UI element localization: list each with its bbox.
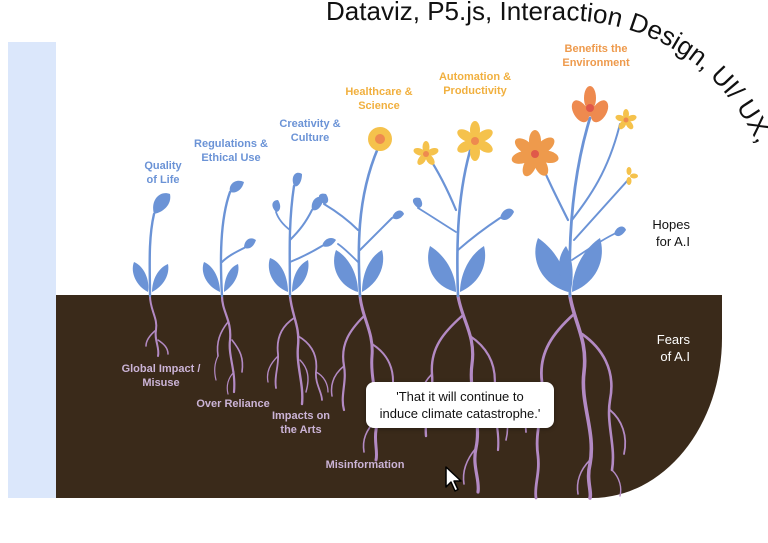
fear-label-over-reliance: Over Reliance bbox=[196, 398, 270, 410]
arrow-cursor-icon bbox=[445, 466, 462, 492]
plant-3-stem[interactable] bbox=[268, 172, 336, 298]
flower-icon[interactable] bbox=[510, 130, 559, 178]
plant-2-stem[interactable] bbox=[202, 180, 256, 298]
fear-label-global-impact: Global Impact / Misuse bbox=[121, 363, 201, 389]
hope-label-environment: Benefits the Environment bbox=[562, 43, 630, 69]
hope-label-automation: Automation & Productivity bbox=[438, 71, 512, 97]
plant-4-stem[interactable] bbox=[318, 146, 404, 298]
leaf-icon bbox=[322, 238, 336, 247]
flower-icon[interactable] bbox=[615, 109, 638, 131]
leaf-icon bbox=[202, 262, 220, 292]
roots-plant-3[interactable] bbox=[266, 294, 329, 406]
left-accent-strip bbox=[8, 42, 56, 498]
fears-section-label: Fears of A.I bbox=[656, 332, 690, 364]
leaf-icon bbox=[558, 246, 573, 294]
leaf-icon bbox=[268, 258, 288, 292]
hope-label-regulations: Regulations & Ethical Use bbox=[194, 138, 268, 164]
leaf-icon bbox=[229, 180, 244, 193]
leaf-icon bbox=[572, 238, 602, 292]
leaf-icon bbox=[153, 193, 171, 214]
flower-icon[interactable] bbox=[413, 141, 440, 167]
fear-label-impacts-on-arts: Impacts on the Arts bbox=[271, 410, 331, 436]
roots-plant-2[interactable] bbox=[214, 294, 244, 395]
roots-plant-4[interactable] bbox=[330, 294, 394, 462]
leaf-icon bbox=[614, 226, 626, 237]
leaf-icon bbox=[334, 250, 358, 292]
roots-plant-1[interactable] bbox=[145, 295, 169, 357]
leaf-icon bbox=[244, 238, 256, 249]
hope-label-quality-of-life: Quality of Life bbox=[144, 160, 182, 186]
leaf-icon bbox=[292, 260, 309, 292]
flower-icon[interactable] bbox=[455, 121, 495, 161]
leaf-icon bbox=[152, 264, 169, 292]
leaf-icon bbox=[500, 208, 514, 220]
hope-label-healthcare: Healthcare & Science bbox=[345, 86, 413, 112]
hope-label-creativity: Creativity & Culture bbox=[279, 118, 341, 144]
leaf-icon bbox=[362, 250, 384, 292]
leaf-icon bbox=[132, 262, 149, 292]
leaf-icon bbox=[460, 246, 486, 292]
leaf-icon bbox=[318, 193, 329, 204]
leaf-icon bbox=[535, 238, 568, 292]
leaf-icon bbox=[292, 172, 302, 187]
leaf-icon bbox=[412, 197, 423, 208]
flower-icon[interactable] bbox=[626, 167, 639, 185]
plant-5-stem[interactable] bbox=[412, 142, 514, 298]
flower-icon[interactable] bbox=[568, 86, 611, 125]
fear-label-misinformation: Misinformation bbox=[325, 459, 405, 471]
hopes-section-label: Hopes for A.I bbox=[652, 217, 690, 249]
leaf-icon bbox=[428, 246, 456, 292]
leaf-icon bbox=[392, 210, 404, 220]
plant-1-stem[interactable] bbox=[132, 193, 171, 298]
fear-tooltip: 'That it will continue to induce climate… bbox=[366, 382, 554, 428]
flower-icon[interactable] bbox=[368, 127, 392, 151]
leaf-icon bbox=[224, 264, 239, 292]
leaf-icon bbox=[272, 200, 281, 212]
